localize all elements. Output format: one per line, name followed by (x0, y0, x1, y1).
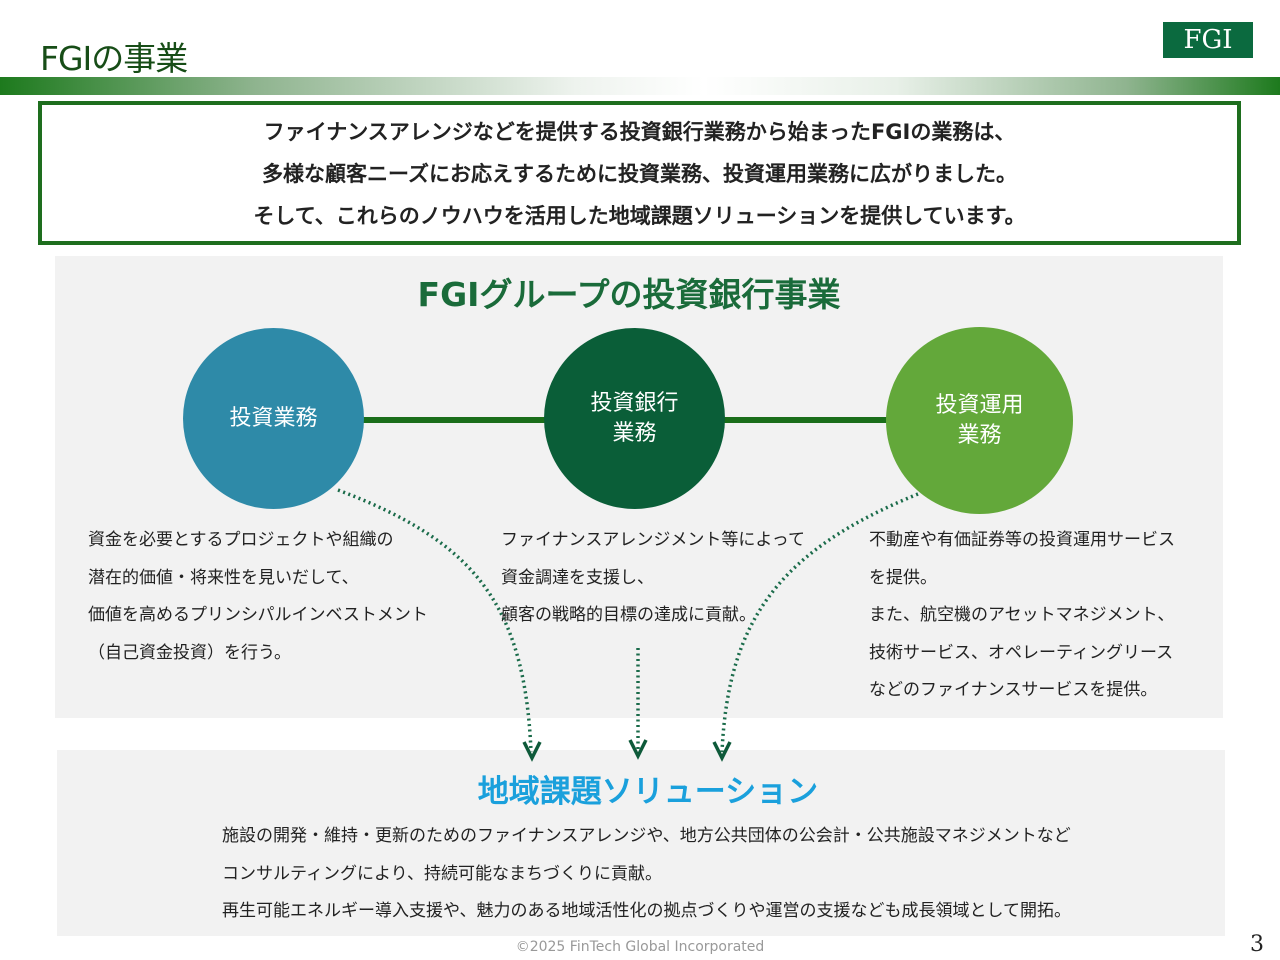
intro-line: 多様な顧客ニーズにお応えするために投資業務、投資運用業務に広がりました。 (262, 162, 1017, 186)
arrowhead-icon (628, 739, 648, 760)
group-heading: FGIグループの投資銀行事業 (417, 275, 841, 314)
circle-label: 投資運用 (935, 392, 1024, 418)
description-line: 不動産や有価証券等の投資運用サービス (869, 530, 1175, 550)
intro-line: ファイナンスアレンジなどを提供する投資銀行業務から始まったFGIの業務は、 (263, 120, 1016, 144)
header-gradient-bar (0, 77, 1280, 95)
description-line: 潜在的価値・将来性を見いだして、 (88, 567, 359, 588)
circle-label: 業務 (612, 420, 657, 446)
solution-description: 施設の開発・維持・更新のためのファイナンスアレンジや、地方公共団体の公会計・公共… (222, 818, 1071, 931)
description-line: 資金を必要とするプロジェクトや組織の (88, 530, 394, 550)
intro-box: ファイナンスアレンジなどを提供する投資銀行業務から始まったFGIの業務は、 多様… (38, 101, 1241, 245)
description-line: 顧客の戦略的目標の達成に貢献。 (501, 605, 756, 625)
circle-investment: 投資業務 (183, 328, 364, 509)
description-line: 施設の開発・維持・更新のためのファイナンスアレンジや、地方公共団体の公会計・公共… (222, 826, 1071, 846)
description-line: などのファイナンスサービスを提供。 (869, 680, 1158, 700)
solution-panel (57, 750, 1225, 936)
arrowhead-icon (522, 741, 542, 762)
description-line: コンサルティングにより、持続可能なまちづくりに貢献。 (222, 863, 662, 884)
description-line: ファイナンスアレンジメント等によって (501, 530, 805, 550)
page-number: 3 (1250, 932, 1264, 957)
circle-label: 業務 (957, 422, 1002, 448)
description-line: 資金調達を支援し、 (501, 567, 654, 588)
solution-heading: 地域課題ソリューション (477, 774, 819, 810)
connector-line (360, 417, 550, 423)
dotted-arrow-right (720, 492, 919, 753)
circle-investment-banking: 投資銀行 業務 (544, 328, 725, 509)
description-line: また、航空機のアセットマネジメント、 (869, 605, 1175, 625)
description-line: 再生可能エネルギー導入支援や、魅力のある地域活性化の拠点づくりや運営の支援なども… (222, 901, 1071, 921)
circle-label: 投資業務 (229, 405, 318, 431)
asset-management-description: 不動産や有価証券等の投資運用サービス を提供。 また、航空機のアセットマネジメン… (869, 522, 1175, 710)
circle-asset-management: 投資運用 業務 (886, 327, 1073, 514)
investment-banking-description: ファイナンスアレンジメント等によって 資金調達を支援し、 顧客の戦略的目標の達成… (501, 522, 805, 635)
intro-line: そして、これらのノウハウを活用した地域課題ソリューションを提供しています。 (253, 204, 1026, 228)
connector-line (720, 417, 890, 423)
circle-label: 投資銀行 (590, 390, 679, 416)
arrowhead-icon (712, 741, 732, 762)
description-line: 価値を高めるプリンシパルインベストメント (88, 605, 428, 625)
description-line: を提供。 (869, 567, 937, 588)
description-line: （自己資金投資）を行う。 (88, 642, 291, 663)
page-title: FGIの事業 (40, 39, 188, 78)
copyright: ©2025 FinTech Global Incorporated (515, 939, 765, 955)
investment-description: 資金を必要とするプロジェクトや組織の 潜在的価値・将来性を見いだして、 価値を高… (88, 522, 428, 672)
description-line: 技術サービス、オペレーティングリース (869, 642, 1174, 663)
fgi-logo: FGI (1163, 22, 1253, 58)
